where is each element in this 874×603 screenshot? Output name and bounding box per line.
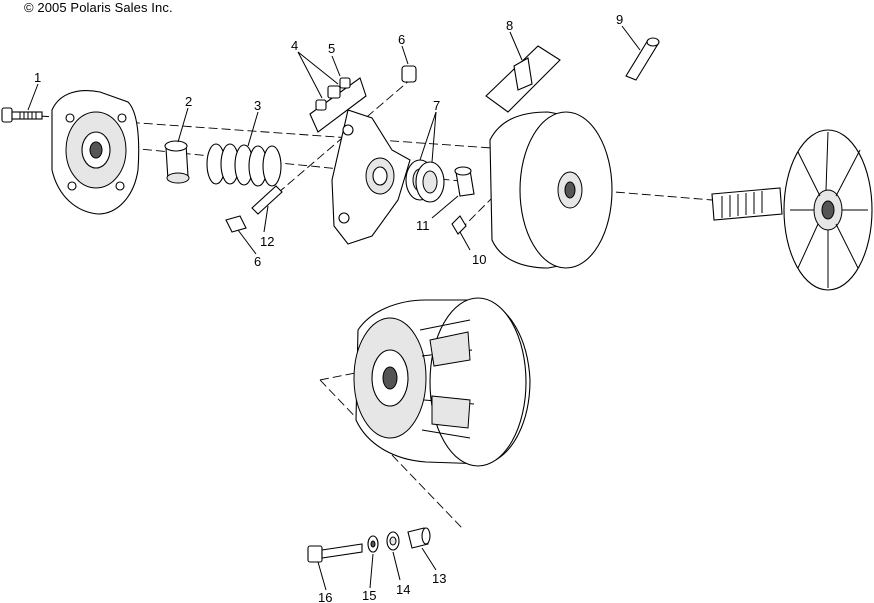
part-long-bolt — [625, 37, 660, 81]
callout-15: 15 — [362, 588, 376, 603]
part-nut — [451, 215, 467, 235]
part-ring — [454, 166, 475, 197]
callout-9: 9 — [616, 12, 623, 27]
callout-7: 7 — [433, 98, 440, 113]
callout-4: 4 — [291, 38, 298, 53]
part-cover-plate — [51, 90, 140, 215]
callout-8: 8 — [506, 18, 513, 33]
callout-3: 3 — [254, 98, 261, 113]
part-bolt — [1, 107, 43, 123]
part-spring — [206, 143, 282, 187]
part-clip — [485, 45, 561, 113]
copyright-notice: © 2005 Polaris Sales Inc. — [24, 0, 173, 15]
leader-lines — [27, 25, 641, 591]
part-moveable-sheave — [489, 111, 613, 269]
part-spider-bracket — [331, 109, 411, 245]
callout-14: 14 — [396, 582, 410, 597]
part-nut-plate — [309, 77, 367, 133]
part-assembled-clutch — [353, 297, 531, 467]
part-washer-15 — [367, 535, 379, 553]
callout-10: 10 — [472, 252, 486, 267]
part-bearings — [405, 159, 445, 203]
callout-5: 5 — [328, 41, 335, 56]
callout-2: 2 — [185, 94, 192, 109]
callout-6-lower: 6 — [254, 254, 261, 269]
part-bolt-16 — [307, 543, 363, 563]
callout-12: 12 — [260, 234, 274, 249]
callout-11: 11 — [416, 218, 430, 233]
callout-13: 13 — [432, 571, 446, 586]
callout-16: 16 — [318, 590, 332, 603]
part-washer-14 — [386, 531, 400, 551]
part-button-lower — [225, 215, 247, 233]
callout-labels: 1 2 3 4 5 6 6 7 8 9 10 11 12 13 14 15 16 — [34, 12, 623, 603]
callout-1: 1 — [34, 70, 41, 85]
part-bushing — [164, 140, 190, 184]
part-rod — [251, 185, 283, 215]
part-spacer-13 — [407, 527, 431, 549]
callout-6-upper: 6 — [398, 32, 405, 47]
part-fixed-sheave-shaft — [711, 129, 873, 291]
part-pin-upper — [401, 65, 417, 83]
